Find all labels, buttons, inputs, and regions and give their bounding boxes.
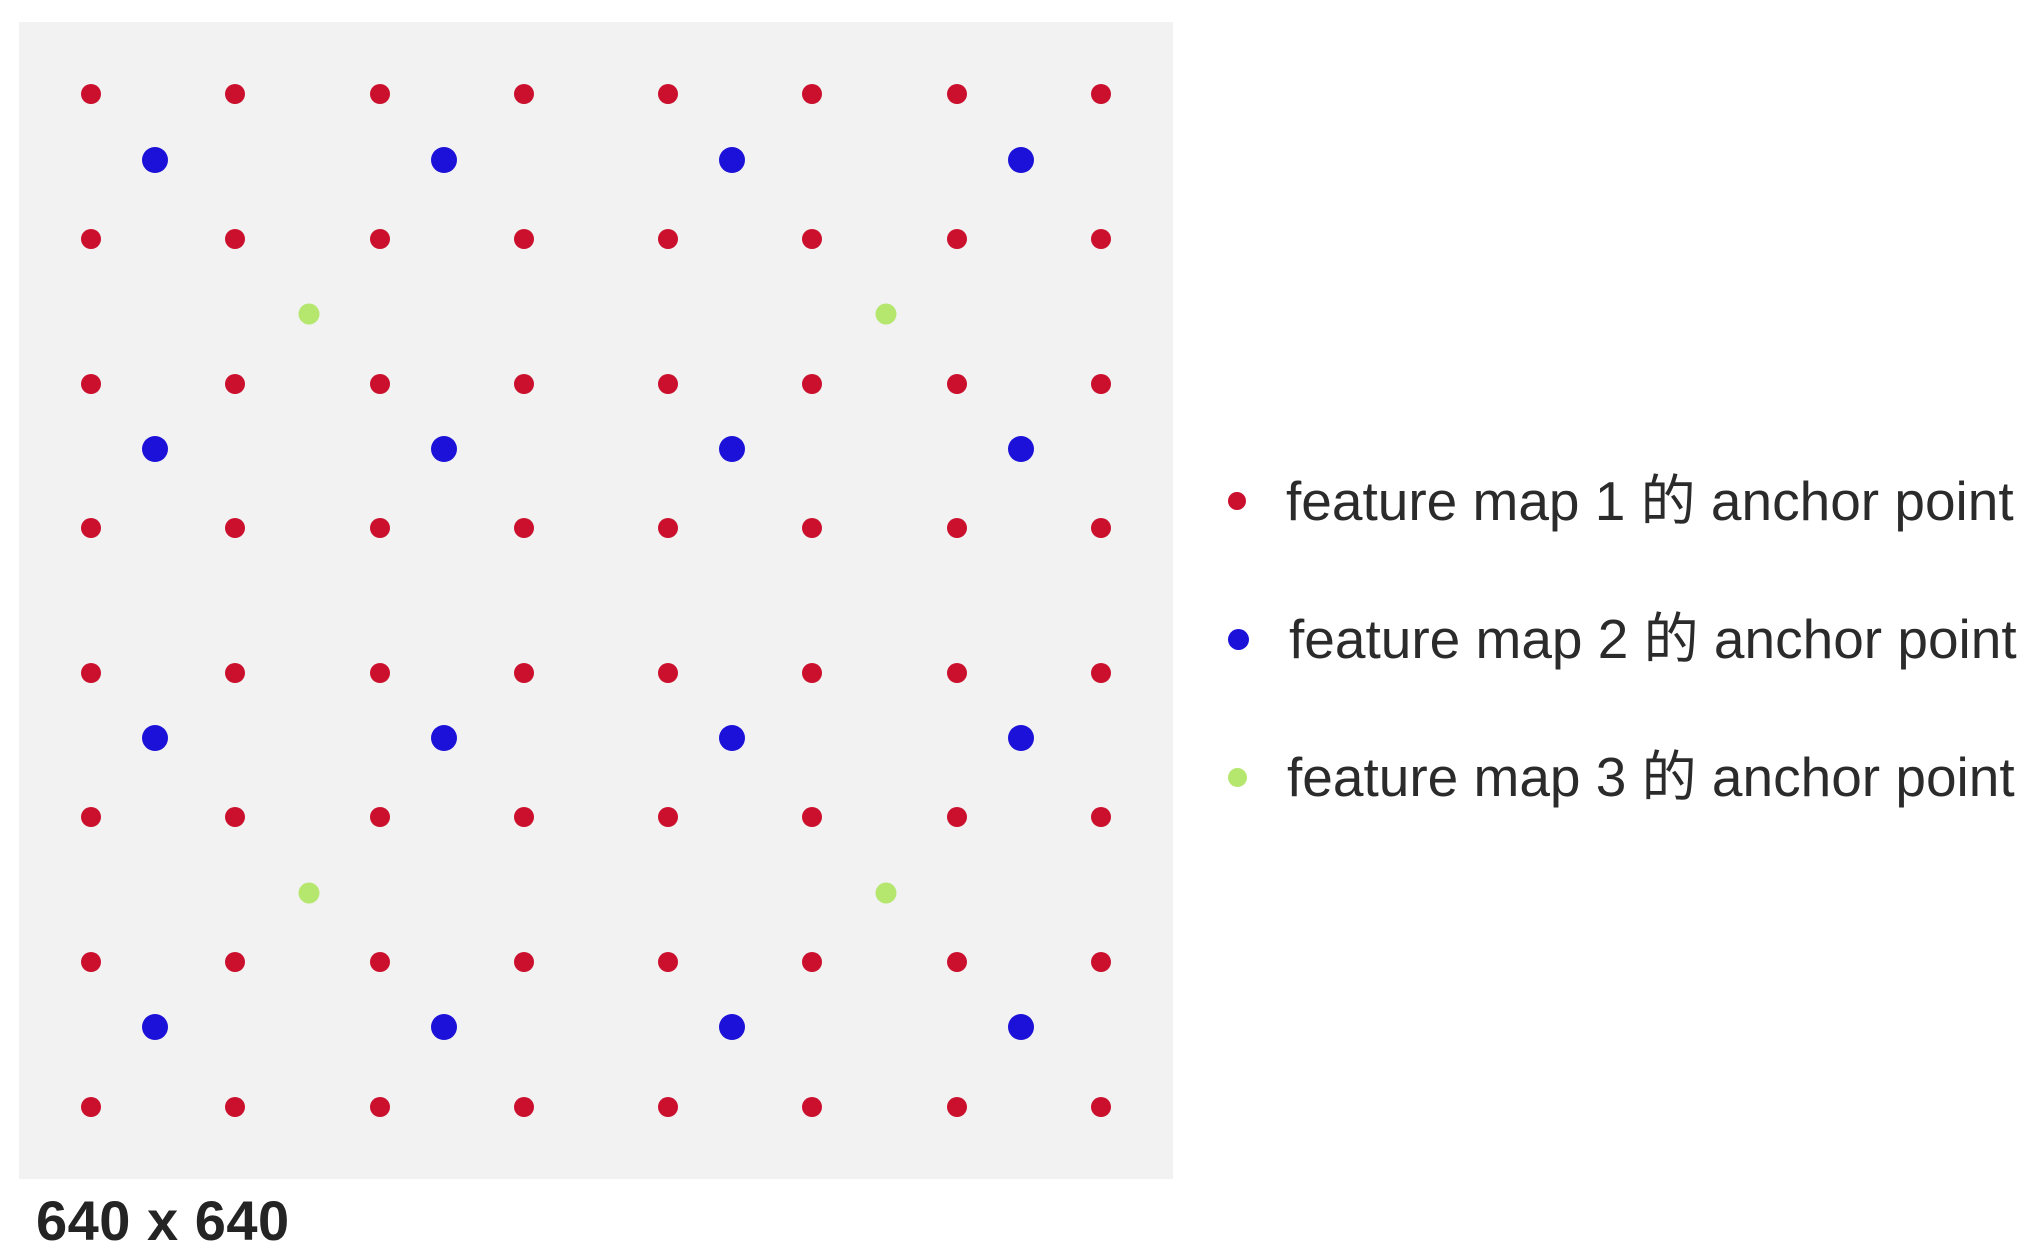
anchor-point-fm2: [719, 725, 746, 752]
anchor-point-fm1: [658, 518, 679, 539]
legend-marker-fm3-icon: [1228, 767, 1247, 787]
image-size-caption: 640 x 640: [36, 1189, 290, 1252]
anchor-point-fm1: [946, 662, 967, 683]
anchor-point-fm1: [513, 662, 534, 683]
legend-marker-fm1-icon: [1228, 492, 1246, 510]
anchor-point-fm1: [1090, 373, 1111, 394]
legend-item-fm2: feature map 2 的 anchor point: [1228, 606, 2017, 672]
anchor-point-fm1: [81, 952, 102, 973]
anchor-point-fm1: [802, 1096, 823, 1117]
anchor-point-fm1: [513, 373, 534, 394]
anchor-point-fm1: [81, 228, 102, 249]
anchor-point-fm1: [946, 807, 967, 828]
anchor-point-fm1: [513, 1096, 534, 1117]
anchor-point-fm1: [658, 807, 679, 828]
anchor-point-fm1: [81, 807, 102, 828]
anchor-point-fm2: [430, 1014, 457, 1041]
anchor-point-fm1: [658, 373, 679, 394]
anchor-point-fm1: [1090, 518, 1111, 539]
anchor-point-fm1: [946, 84, 967, 105]
anchor-point-fm1: [802, 228, 823, 249]
anchor-point-fm1: [946, 228, 967, 249]
legend-item-fm1: feature map 1 的 anchor point: [1228, 468, 2017, 534]
legend-label-fm3: feature map 3 的 anchor point: [1287, 746, 2015, 808]
anchor-point-fm1: [802, 662, 823, 683]
anchor-point-fm1: [225, 1096, 246, 1117]
anchor-point-fm3: [298, 882, 319, 904]
anchor-point-fm1: [513, 84, 534, 105]
anchor-point-fm3: [875, 303, 896, 325]
anchor-point-fm1: [802, 807, 823, 828]
anchor-point-fm1: [81, 1096, 102, 1117]
legend-item-fm3: feature map 3 的 anchor point: [1228, 744, 2017, 810]
anchor-point-fm1: [225, 807, 246, 828]
anchor-point-fm2: [142, 146, 169, 173]
anchor-point-fm1: [369, 952, 390, 973]
anchor-point-fm1: [802, 373, 823, 394]
anchor-point-fm1: [946, 1096, 967, 1117]
anchor-point-fm1: [81, 373, 102, 394]
anchor-point-fm2: [430, 146, 457, 173]
anchor-point-fm1: [1090, 807, 1111, 828]
anchor-point-fm3: [298, 303, 319, 325]
anchor-point-fm1: [513, 518, 534, 539]
anchor-canvas: [19, 22, 1173, 1179]
anchor-point-fm1: [225, 373, 246, 394]
anchor-point-fm1: [513, 228, 534, 249]
anchor-point-fm2: [719, 435, 746, 462]
anchor-point-fm2: [1007, 146, 1034, 173]
anchor-point-fm1: [802, 84, 823, 105]
anchor-point-fm1: [946, 518, 967, 539]
anchor-point-fm1: [513, 807, 534, 828]
legend: feature map 1 的 anchor point feature map…: [1228, 468, 2017, 810]
anchor-point-fm1: [225, 228, 246, 249]
anchor-point-fm1: [81, 518, 102, 539]
anchor-point-fm1: [1090, 952, 1111, 973]
anchor-point-fm1: [369, 807, 390, 828]
anchor-point-fm1: [802, 952, 823, 973]
anchor-point-fm1: [1090, 662, 1111, 683]
anchor-point-fm1: [81, 662, 102, 683]
anchor-point-fm1: [1090, 228, 1111, 249]
anchor-point-fm1: [369, 1096, 390, 1117]
anchor-point-fm3: [875, 882, 896, 904]
anchor-point-fm2: [1007, 1014, 1034, 1041]
anchor-point-fm1: [658, 952, 679, 973]
anchor-point-fm1: [513, 952, 534, 973]
anchor-point-fm2: [430, 435, 457, 462]
anchor-point-fm2: [1007, 725, 1034, 752]
anchor-point-fm1: [225, 84, 246, 105]
anchor-point-fm1: [225, 662, 246, 683]
anchor-point-fm1: [225, 952, 246, 973]
anchor-point-fm1: [369, 228, 390, 249]
anchor-point-fm2: [142, 725, 169, 752]
anchor-point-fm1: [658, 84, 679, 105]
anchor-point-fm2: [142, 1014, 169, 1041]
legend-marker-fm2-icon: [1228, 628, 1249, 650]
anchor-point-fm1: [369, 84, 390, 105]
legend-label-fm2: feature map 2 的 anchor point: [1289, 608, 2017, 670]
anchor-point-fm1: [802, 518, 823, 539]
anchor-point-fm1: [81, 84, 102, 105]
anchor-point-fm1: [658, 228, 679, 249]
anchor-point-fm2: [1007, 435, 1034, 462]
anchor-point-fm2: [719, 146, 746, 173]
anchor-point-fm1: [225, 518, 246, 539]
anchor-point-fm1: [946, 952, 967, 973]
legend-label-fm1: feature map 1 的 anchor point: [1286, 470, 2014, 532]
anchor-point-fm1: [369, 662, 390, 683]
anchor-point-fm1: [946, 373, 967, 394]
anchor-point-fm1: [369, 373, 390, 394]
anchor-point-fm2: [142, 435, 169, 462]
anchor-point-fm1: [658, 1096, 679, 1117]
anchor-point-fm2: [719, 1014, 746, 1041]
anchor-point-fm1: [1090, 1096, 1111, 1117]
anchor-point-fm2: [430, 725, 457, 752]
anchor-point-fm1: [1090, 84, 1111, 105]
anchor-point-fm1: [369, 518, 390, 539]
anchor-point-fm1: [658, 662, 679, 683]
